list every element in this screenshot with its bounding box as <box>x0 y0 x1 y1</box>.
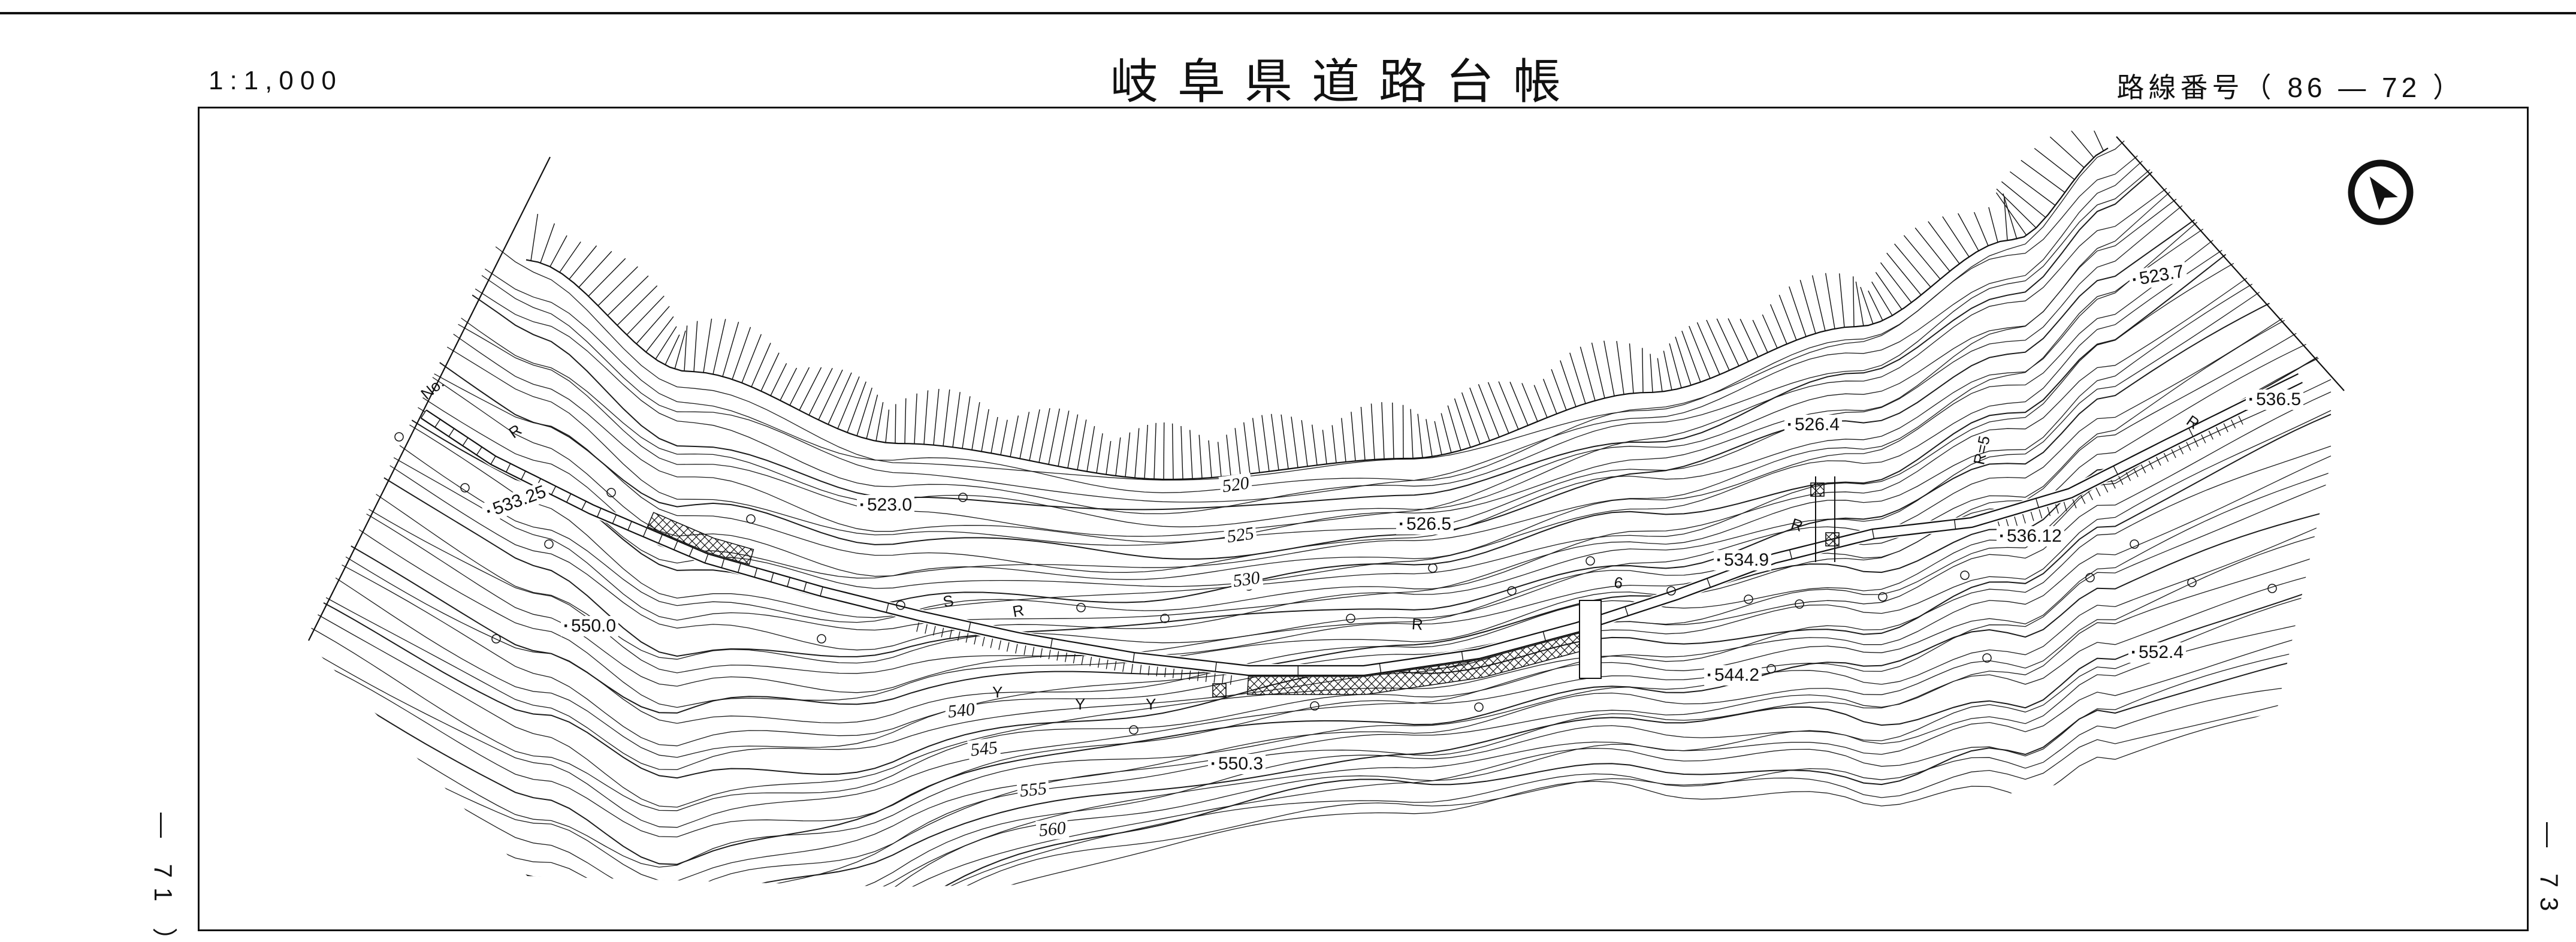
page-title: 岐阜県道路台帳 <box>1110 56 1580 109</box>
map-frame <box>198 107 2529 931</box>
ridge-hatch <box>526 131 2109 481</box>
sheet-top-border <box>0 12 2576 14</box>
north-arrow-icon <box>2348 159 2414 225</box>
adjacent-sheet-right: — 73 <box>2535 822 2563 921</box>
map-scale: 1:1,000 <box>209 66 343 95</box>
contour-lines <box>306 131 2332 887</box>
adjacent-sheet-left: — 71 ） <box>149 813 177 942</box>
route-number: 路線番号（ 86 — 72 ） <box>2116 72 2465 103</box>
road-corridor <box>419 372 2303 698</box>
survey-point-markers <box>394 432 2277 735</box>
